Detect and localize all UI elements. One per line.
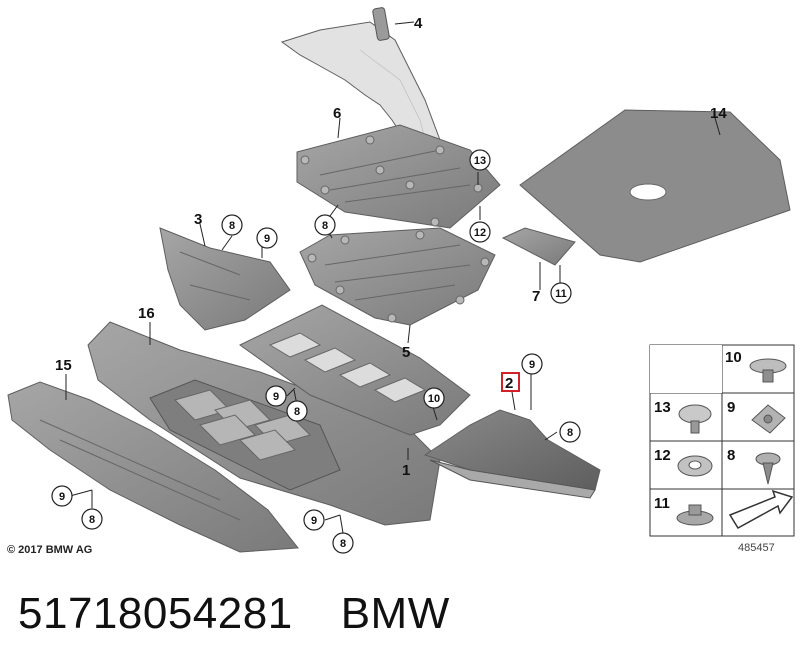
callout-11: 11 [555, 288, 567, 300]
callout-9: 9 [59, 491, 65, 503]
callout-8: 8 [89, 514, 95, 526]
part-labels: 4 6 14 3 7 5 16 15 2 1 [55, 15, 727, 479]
fastener-8-screw-icon [755, 452, 781, 485]
part-4-clip [372, 7, 390, 41]
fastener-10-rivet-icon [749, 358, 787, 383]
callout-9: 9 [311, 515, 317, 527]
callout-8: 8 [322, 220, 328, 232]
callout-8: 8 [567, 427, 573, 439]
label-3: 3 [194, 211, 202, 228]
brand-name: BMW [340, 589, 450, 638]
part-number: 51718054281 [18, 589, 293, 638]
copyright: © 2017 BMW AG [7, 544, 92, 556]
part-16-front-panel [87, 321, 441, 526]
label-16: 16 [138, 305, 155, 322]
part-1-mid-panel [239, 304, 471, 436]
callout-9: 9 [264, 233, 270, 245]
fastener-11-nut-icon [676, 504, 714, 526]
fastener-9-nut-icon [751, 404, 786, 434]
grid-label-12: 12 [654, 447, 671, 464]
part-15-left-panel [7, 381, 299, 553]
label-7: 7 [532, 288, 540, 305]
fastener-grid: 10 13 9 12 8 11 [649, 344, 795, 537]
grid-label-8: 8 [727, 447, 735, 464]
callout-9: 9 [273, 391, 279, 403]
label-2: 2 [505, 375, 513, 392]
part-7-small-cover [501, 227, 576, 266]
part-number-footer: 51718054281 BMW [18, 586, 450, 642]
callout-8: 8 [340, 538, 346, 550]
label-5: 5 [402, 344, 410, 361]
parts-diagram: 4 6 14 3 7 5 16 15 2 1 8 9 13 12 8 11 9 … [7, 7, 795, 556]
highlight-box [501, 372, 520, 392]
direction-arrow-icon [728, 489, 794, 530]
diagram-reference: 485457 [738, 542, 775, 554]
label-6: 6 [333, 105, 341, 122]
part-14-underbody-panel [519, 109, 791, 263]
callout-10: 10 [428, 393, 440, 405]
part-6-engine-shield-upper [296, 124, 501, 229]
part-3-bracket [159, 227, 291, 331]
part-5-engine-shield-lower [299, 227, 496, 326]
callout-12: 12 [474, 227, 486, 239]
callout-numbers: 8 9 13 12 8 11 9 8 10 9 8 9 8 9 8 [59, 155, 573, 550]
part-2-side-deflector [423, 409, 601, 499]
label-15: 15 [55, 357, 72, 374]
callout-13: 13 [474, 155, 486, 167]
label-4: 4 [414, 15, 423, 32]
callout-9: 9 [529, 359, 535, 371]
callout-8: 8 [294, 406, 300, 418]
grid-label-9: 9 [727, 399, 735, 416]
grid-label-10: 10 [725, 349, 742, 366]
label-14: 14 [710, 105, 727, 122]
fastener-12-washer-icon [677, 455, 713, 477]
label-1: 1 [402, 462, 410, 479]
grid-label-11: 11 [654, 495, 670, 512]
callouts [51, 149, 581, 554]
leader-lines [65, 21, 721, 534]
callout-8: 8 [229, 220, 235, 232]
grid-label-13: 13 [654, 399, 671, 416]
fastener-13-clip-icon [678, 404, 712, 434]
